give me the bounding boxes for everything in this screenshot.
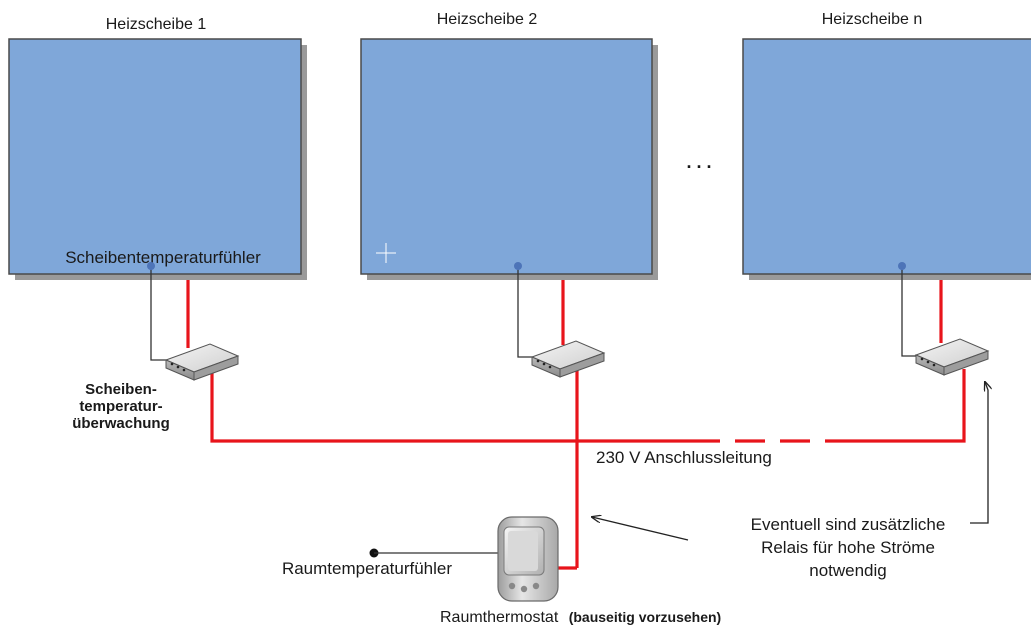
supply-line-label: 230 V Anschlussleitung	[596, 448, 772, 467]
cursor-crosshair-icon	[376, 243, 396, 263]
power-lines	[186, 280, 966, 570]
room-thermostat-icon	[497, 516, 559, 602]
monitor-label-line-2: temperatur-	[79, 398, 162, 415]
monitor-box-n	[914, 338, 990, 376]
panel-2-sensor-dot	[514, 262, 522, 270]
panel-2-title: Heizscheibe 2	[437, 11, 538, 28]
monitor-box-2	[530, 340, 606, 378]
panel-n-title: Heizscheibe n	[822, 11, 923, 28]
thermostat-label: Raumthermostat (bauseitig vorzusehen)	[440, 609, 721, 626]
relay-note-arrows	[592, 382, 988, 541]
sensor-wires	[150, 266, 925, 361]
monitor-box-1	[164, 343, 240, 381]
monitor-label-line-1: Scheiben-	[85, 381, 157, 398]
thermostat-label-note: (bauseitig vorzusehen)	[569, 609, 721, 625]
more-panels-ellipsis: . . .	[686, 152, 711, 172]
heating-panel-n	[742, 38, 1031, 280]
panel-n-sensor-dot	[898, 262, 906, 270]
monitor-label-line-3: überwachung	[72, 415, 170, 432]
room-sensor-label: Raumtemperaturfühler	[282, 559, 452, 578]
heating-panel-2	[360, 38, 658, 280]
relay-note-line-1: Eventuell sind zusätzliche	[751, 515, 946, 534]
thermostat-label-main: Raumthermostat	[440, 609, 559, 626]
relay-note-line-2: Relais für hohe Ströme	[761, 538, 935, 557]
panel-1-title: Heizscheibe 1	[106, 16, 207, 33]
heating-panel-1	[8, 38, 307, 280]
relay-note-line-3: notwendig	[809, 561, 887, 580]
panel-1-sensor-dot	[147, 262, 155, 270]
panel-sensor-label: Scheibentemperaturfühler	[65, 248, 261, 267]
